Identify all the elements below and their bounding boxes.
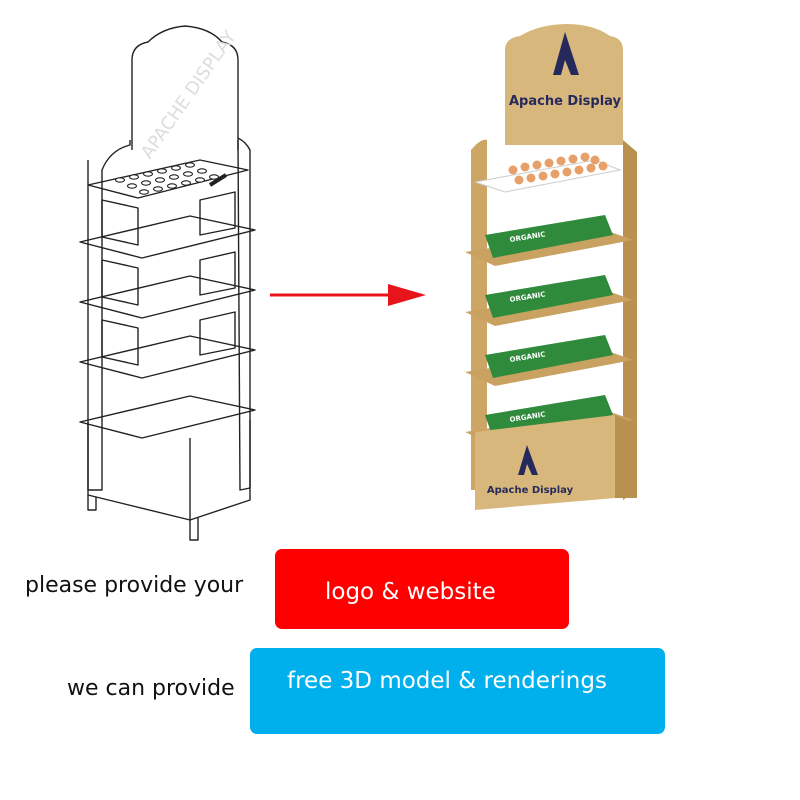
- logo-bottom-icon: [518, 445, 538, 475]
- offer-prompt-label: we can provide: [67, 676, 235, 701]
- logo-website-button[interactable]: logo & website: [275, 549, 569, 629]
- stand-line-drawing: APACHE DISPLAY: [79, 25, 256, 541]
- logo-website-label: logo & website: [325, 579, 496, 605]
- free-3d-model-button[interactable]: free 3D model & renderings: [250, 648, 665, 734]
- stand-rendering: Apache Display ORGANIC ORGANIC ORGANIC O…: [465, 24, 637, 510]
- arrow-icon: [270, 284, 426, 306]
- watermark-text: APACHE DISPLAY: [137, 26, 241, 163]
- provide-prompt-label: please provide your: [25, 573, 244, 598]
- logo-icon: [553, 32, 579, 75]
- brand-top-text: Apache Display: [509, 94, 622, 109]
- free-3d-model-label: free 3D model & renderings: [287, 668, 607, 694]
- brand-bottom-text: Apache Display: [487, 485, 574, 496]
